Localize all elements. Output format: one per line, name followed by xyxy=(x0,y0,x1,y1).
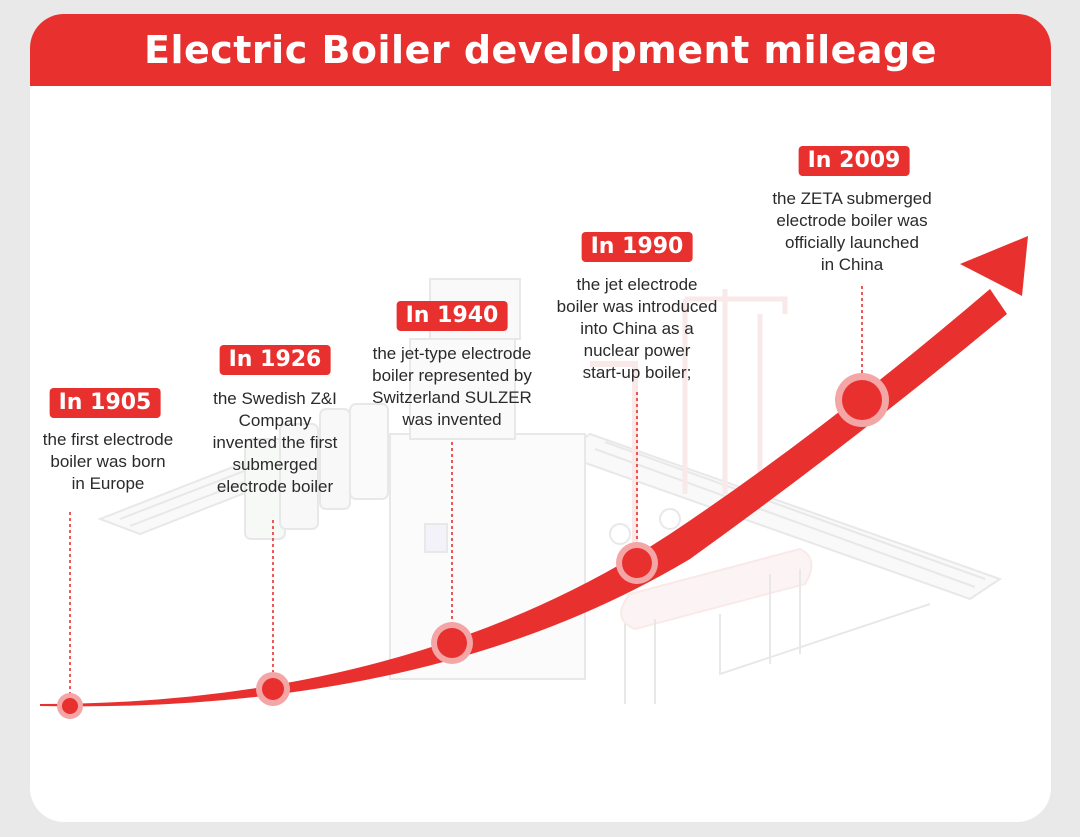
node-1990 xyxy=(616,542,658,584)
boiler-equipment-illustration xyxy=(97,278,1003,704)
milestone-2009-badge: In 2009 xyxy=(798,146,910,176)
milestone-1940-text: the jet-type electrode boiler represente… xyxy=(372,344,532,429)
timeline-graphic xyxy=(40,236,1028,719)
milestone-2009-text: the ZETA submerged electrode boiler was … xyxy=(772,189,932,274)
page-title: Electric Boiler development mileage xyxy=(143,28,938,72)
node-1905 xyxy=(57,693,83,719)
title-banner: Electric Boiler development mileage xyxy=(30,14,1051,86)
growth-curve xyxy=(40,289,1007,707)
node-1926 xyxy=(256,672,290,706)
milestone-1990-text: the jet electrode boiler was introduced … xyxy=(556,275,718,382)
growth-arrowhead xyxy=(960,236,1028,296)
node-2009 xyxy=(835,373,889,427)
milestone-1940-badge: In 1940 xyxy=(396,301,508,331)
milestone-1926-badge: In 1926 xyxy=(219,345,331,375)
milestone-1905-badge: In 1905 xyxy=(49,388,161,418)
node-1940 xyxy=(431,622,473,664)
infographic-card: Electric Boiler development mileage xyxy=(30,14,1051,822)
milestone-1905-text: the first electrode boiler was born in E… xyxy=(42,430,174,493)
milestone-1990-badge: In 1990 xyxy=(581,232,693,262)
milestone-1926-text: the Swedish Z&I Company invented the fir… xyxy=(212,389,338,496)
